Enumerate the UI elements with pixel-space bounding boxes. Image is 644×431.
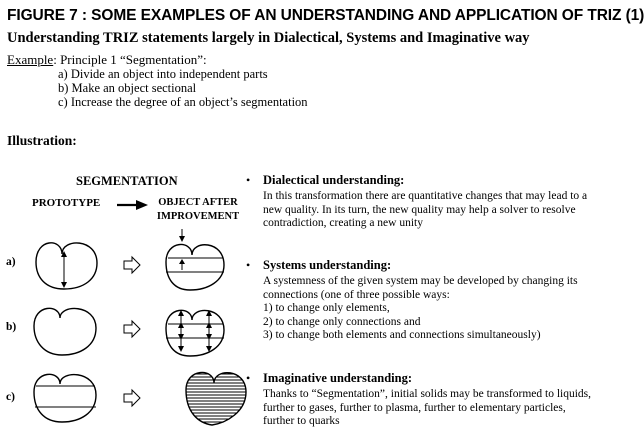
prototype-label: PROTOTYPE <box>32 197 101 209</box>
prototype-shape-b <box>33 307 97 356</box>
figure-subtitle: Understanding TRIZ statements largely in… <box>7 30 530 46</box>
illustration-label: Illustration: <box>7 133 77 148</box>
after-label-line2: IMPROVEMENT <box>156 211 240 222</box>
body-line: Thanks to “Segmentation”, initial solids… <box>263 388 592 400</box>
example-point-a: a) Divide an object into independent par… <box>58 67 268 81</box>
body-line: further to gases, further to plasma, fur… <box>263 401 566 414</box>
example-line: Example: Principle 1 “Segmentation”: <box>7 52 207 68</box>
example-point-c: c) Increase the degree of an object’s se… <box>58 95 308 109</box>
improved-shape-a <box>165 243 225 291</box>
bullet-icon: • <box>246 371 251 385</box>
row-label-a: a) <box>6 256 16 268</box>
double-arrow-icon-a <box>61 251 67 288</box>
example-principle: : Principle 1 “Segmentation”: <box>53 52 207 67</box>
body-line: contradiction, creating a new unity <box>263 217 423 230</box>
transform-arrow-icon-a <box>123 255 141 275</box>
prototype-shape-a <box>35 242 98 290</box>
up-arrow-icon-a <box>179 259 185 270</box>
after-label-line1: OBJECT AFTER <box>158 197 238 208</box>
figure-title: FIGURE 7 : SOME EXAMPLES OF AN UNDERSTAN… <box>7 7 644 24</box>
body-line: further to quarks <box>263 415 340 428</box>
example-label: Example <box>7 52 54 67</box>
double-arrows-icon-b <box>178 310 212 352</box>
row-label-b: b) <box>6 321 17 333</box>
systems-body: A systemness of the given system may be … <box>263 275 638 343</box>
body-line: 1) to change only elements, <box>263 302 390 315</box>
body-line: connections (one of three possible ways: <box>263 288 450 301</box>
body-line: 2) to change only connections and <box>263 315 421 328</box>
after-improvement-label: OBJECT AFTER IMPROVEMENT <box>150 196 246 224</box>
transform-arrow-icon-c <box>123 388 141 408</box>
body-line: A systemness of the given system may be … <box>263 275 578 287</box>
body-line: new quality. In its turn, the new qualit… <box>263 203 576 216</box>
prototype-shape-c <box>33 373 97 423</box>
bullet-icon: • <box>246 173 251 187</box>
bullet-icon: • <box>246 258 251 272</box>
body-line: In this transformation there are quantit… <box>263 190 588 202</box>
segmentation-heading: SEGMENTATION <box>76 174 178 188</box>
imaginative-body: Thanks to “Segmentation”, initial solids… <box>263 388 638 429</box>
body-line: 3) to change both elements and connectio… <box>263 329 541 342</box>
systems-heading: Systems understanding: <box>263 258 392 272</box>
direction-arrow-icon <box>117 200 148 210</box>
imaginative-heading: Imaginative understanding: <box>263 371 412 385</box>
improved-shape-c <box>185 371 247 426</box>
dialectical-body: In this transformation there are quantit… <box>263 190 638 231</box>
row-label-c: c) <box>6 391 15 403</box>
dialectical-heading: Dialectical understanding: <box>263 173 405 187</box>
downward-arrow-icon <box>179 229 185 242</box>
example-point-b: b) Make an object sectional <box>58 81 197 95</box>
transform-arrow-icon-b <box>123 319 141 339</box>
improved-shape-b <box>165 309 225 357</box>
